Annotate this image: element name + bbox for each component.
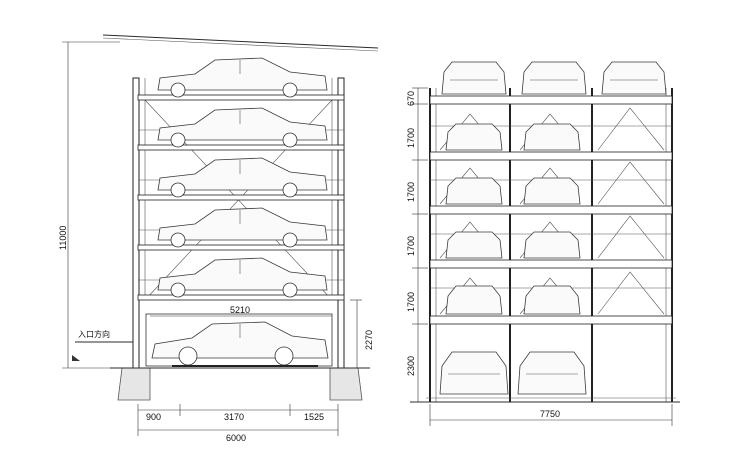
roof-line <box>102 34 379 49</box>
segment-left-label: 900 <box>146 412 161 422</box>
ground-marker-icon <box>72 355 80 361</box>
side-view: 11000 入口方向 <box>58 34 379 443</box>
side-car-level-2 <box>157 107 328 148</box>
side-width-label: 6000 <box>226 433 246 443</box>
front-bottom-level-label: 2300 <box>406 356 416 376</box>
height-dimension-label: 11000 <box>58 226 68 250</box>
front-level-label-3: 1700 <box>406 236 416 256</box>
segment-mid-label: 3170 <box>224 412 244 422</box>
side-car-ground <box>151 321 329 366</box>
right-column <box>337 77 345 369</box>
front-mid-cars <box>445 123 581 315</box>
front-top-level-label: 670 <box>406 91 416 106</box>
lower-car-length-label: 5210 <box>230 305 250 315</box>
side-car-level-5 <box>157 257 328 298</box>
front-width-label: 7750 <box>540 409 560 419</box>
front-level-label-2: 1700 <box>406 182 416 202</box>
left-column <box>132 77 140 369</box>
segment-right-label: 1525 <box>304 412 324 422</box>
left-foundation <box>117 367 151 401</box>
clearance-dimension-label: 2270 <box>364 330 374 350</box>
right-foundation <box>329 367 363 401</box>
front-ground-cars <box>439 351 587 395</box>
front-top-cars <box>441 61 667 95</box>
side-car-level-3 <box>157 157 328 198</box>
side-car-level-1 <box>157 57 328 98</box>
entry-direction-label: 入口方向 <box>78 329 110 339</box>
front-level-label-1: 1700 <box>406 128 416 148</box>
front-view: 670 1700 1700 1700 1700 2300 7750 <box>406 61 680 426</box>
front-level-label-4: 1700 <box>406 292 416 312</box>
side-car-level-4 <box>157 207 328 248</box>
